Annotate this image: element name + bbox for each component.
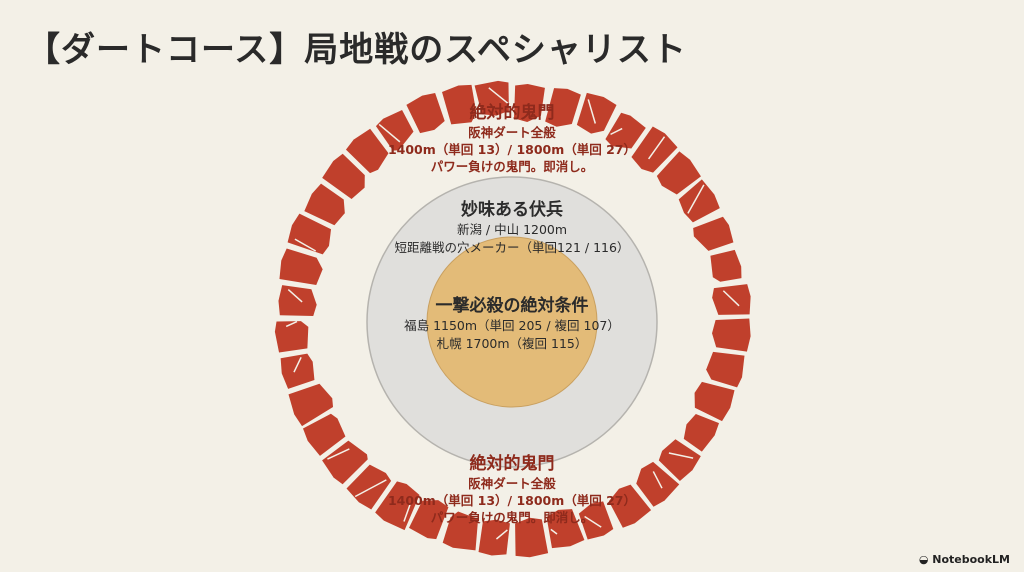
ring-crack [647, 136, 666, 160]
ring-fragment [712, 284, 751, 315]
outer-ring-cracked [274, 80, 751, 558]
ring-fragment [578, 501, 614, 540]
core-circle [426, 236, 598, 408]
ring-fragment [278, 285, 317, 317]
ring-fragment [287, 213, 332, 255]
page-title: 【ダートコース】局地戦のスペシャリスト [26, 30, 687, 70]
ring-fragment [279, 248, 323, 285]
ring-fragment [546, 509, 585, 549]
ring-fragment [274, 321, 309, 353]
ring-fragment [658, 439, 701, 481]
ring-crack [722, 290, 740, 307]
ring-fragment [288, 383, 334, 427]
ring-crack [287, 288, 303, 303]
outer-top-label: 絶対的鬼門 阪神ダート全般 1400m（単回 13）/ 1800m（単回 27）… [0, 102, 1024, 175]
ring-fragment [576, 92, 617, 134]
outer-bottom-heading: 絶対的鬼門 [469, 454, 555, 474]
outer-top-heading: 絶対的鬼門 [469, 103, 555, 123]
ring-crack [610, 127, 623, 136]
ring-crack [488, 87, 509, 104]
ring-fragment [545, 88, 581, 127]
ring-fragment [409, 500, 449, 540]
ring-crack [294, 238, 317, 252]
ring-fragment [406, 92, 445, 134]
ring-crack [550, 528, 558, 535]
brand-name: NotebookLM [932, 553, 1010, 566]
ring-crack [354, 479, 387, 498]
ring-fragment [608, 484, 652, 528]
ring-fragment [656, 151, 701, 195]
ring-fragment [683, 413, 720, 452]
ring-fragment [693, 216, 734, 251]
ring-fragment [375, 110, 414, 151]
ring-fragment [375, 481, 420, 531]
ring-fragment [513, 84, 545, 122]
ring-fragment [706, 351, 745, 388]
ring-crack [652, 471, 663, 489]
outer-bottom-line: 阪神ダート全般 [468, 476, 556, 491]
outer-top-line: 1400m（単回 13）/ 1800m（単回 27） [387, 142, 637, 157]
ring-crack [587, 99, 597, 124]
ring-fragment [322, 153, 365, 199]
ring-crack [584, 515, 602, 528]
ring-crack [668, 452, 694, 459]
ring-fragment [710, 249, 742, 282]
notebooklm-logo: ◒ NotebookLM [918, 553, 1010, 566]
outer-bottom-label: 絶対的鬼門 阪神ダート全般 1400m（単回 13）/ 1800m（単回 27）… [0, 453, 1024, 526]
ring-fragment [346, 464, 392, 510]
outer-top-line: 阪神ダート全般 [468, 125, 556, 140]
core-line: 札幌 1700m（複回 115） [436, 336, 588, 351]
ring-fragment [345, 128, 389, 174]
ring-crack [403, 504, 411, 522]
outer-bottom-line: 1400m（単回 13）/ 1800m（単回 27） [387, 493, 637, 508]
core-label: 一撃必殺の絶対条件 福島 1150m（単回 205 / 複回 107） 札幌 1… [0, 295, 1024, 353]
ring-crack [378, 123, 401, 143]
ring-fragment [442, 511, 479, 551]
ring-fragment [712, 318, 751, 352]
ring-crack [285, 320, 298, 328]
ring-crack [293, 357, 302, 373]
middle-heading: 妙味ある伏兵 [461, 200, 563, 220]
ring-fragment [478, 519, 510, 556]
ring-fragment [694, 381, 735, 422]
ring-fragment [605, 112, 646, 149]
ring-fragment [442, 84, 477, 125]
core-line: 福島 1150m（単回 205 / 複回 107） [404, 318, 620, 333]
core-heading: 一撃必殺の絶対条件 [435, 296, 589, 316]
middle-line: 短距離戦の穴メーカー（単回121 / 116） [394, 240, 630, 255]
ring-fragment [303, 413, 346, 456]
ring-fragment [636, 461, 680, 507]
ring-fragment [304, 183, 345, 226]
middle-line: 新潟 / 中山 1200m [456, 222, 568, 237]
ring-crack [495, 529, 508, 540]
ring-fragment [322, 440, 368, 485]
ring-fragment [280, 353, 315, 389]
ring-fragment [515, 517, 549, 558]
outer-top-line: パワー負けの鬼門。即消し。 [430, 159, 594, 174]
ring-crack [327, 448, 350, 460]
ring-crack [687, 184, 705, 214]
ring-fragment [474, 80, 509, 116]
middle-label: 妙味ある伏兵 新潟 / 中山 1200m 短距離戦の穴メーカー（単回121 / … [0, 199, 1024, 257]
outer-bottom-line: パワー負けの鬼門。即消し。 [430, 510, 594, 525]
